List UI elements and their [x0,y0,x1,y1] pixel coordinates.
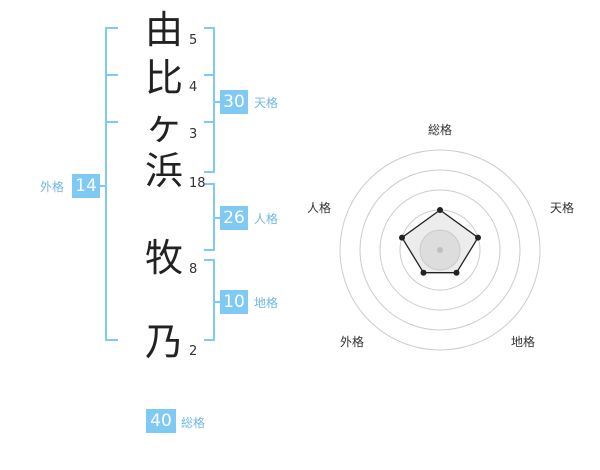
stroke-count-3: 3 [189,127,198,142]
tenkaku-value: 30 [220,90,248,114]
tenkaku-label: 天格 [254,96,279,110]
stroke-count-6: 2 [189,344,198,359]
chikaku-bracket [204,259,220,341]
stroke-count-1: 5 [189,33,198,48]
radar-label-tenkaku: 天格 [550,201,575,215]
radar-point-3 [453,269,460,276]
name-char-3: ヶ [144,104,183,148]
radar-polygon [401,209,479,274]
soukaku-value: 40 [146,409,176,433]
name-char-2: 比 [144,56,183,100]
radar-label-chikaku: 地格 [511,335,536,349]
radar-chart [339,149,541,351]
name-char-1: 由 [144,8,183,52]
name-char-4: 浜 [144,149,183,193]
gaikaku-label: 外格 [40,180,65,194]
jinkaku-value: 26 [220,206,248,230]
chikaku-value: 10 [220,290,248,314]
name-char-5: 牧 [144,236,183,280]
stroke-count-5: 8 [189,262,198,277]
radar-label-jinkaku: 人格 [307,201,332,215]
name-char-6: 乃 [144,320,183,364]
soukaku-label: 総格 [181,416,206,430]
radar-label-gaikaku: 外格 [340,335,365,349]
radar-ring [359,169,521,331]
radar-center-dot [437,247,443,253]
radar-points [399,207,481,276]
gaikaku-bracket [100,27,118,341]
stroke-count-2: 4 [189,80,198,95]
tenkaku-bracket [204,27,220,173]
stroke-count-4: 18 [189,176,206,191]
radar-point-4 [420,269,427,276]
radar-label-soukaku: 総格 [428,123,453,137]
radar-ring [339,149,541,351]
gaikaku-value: 14 [72,174,100,198]
jinkaku-label: 人格 [254,212,279,226]
radar-point-1 [437,207,443,213]
jinkaku-bracket [204,183,220,251]
radar-point-5 [399,234,405,241]
radar-point-2 [475,234,481,241]
chikaku-label: 地格 [254,296,279,310]
radar-ring [379,189,501,311]
